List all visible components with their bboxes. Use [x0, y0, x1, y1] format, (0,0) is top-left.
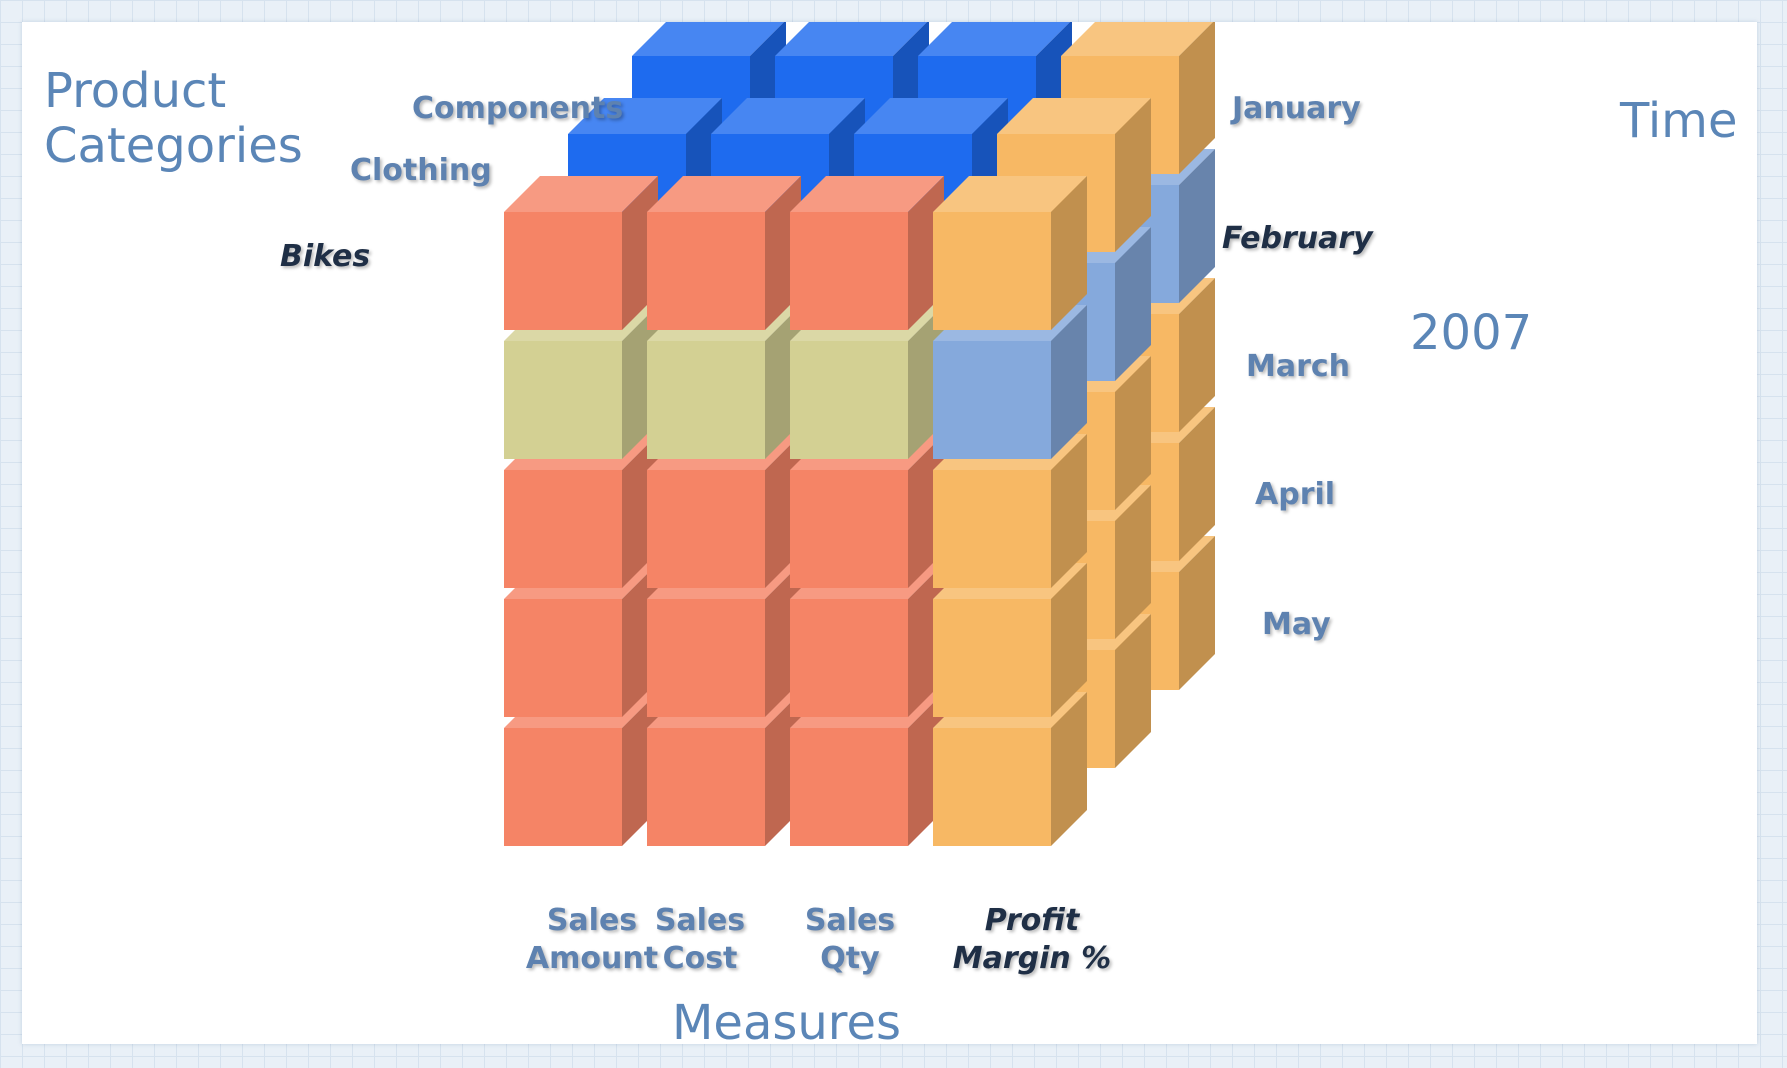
category-label-bikes: Bikes — [280, 239, 371, 274]
measure-label-profit-margin: Profit Margin % — [952, 903, 1112, 977]
year-label: 2007 — [1410, 305, 1533, 361]
time-axis-title: Time — [1620, 93, 1738, 149]
cube-diagram — [504, 22, 1215, 846]
cube-cell-bikes-january-sales-qty — [790, 176, 944, 330]
month-label-may: May — [1262, 607, 1331, 642]
category-label-components: Components — [412, 91, 624, 126]
product-categories-axis-title: Product Categories — [44, 63, 303, 175]
measures-axis-title: Measures — [672, 995, 902, 1051]
month-label-march: March — [1246, 349, 1351, 384]
cube-cell-bikes-january-profit-margin — [933, 176, 1087, 330]
measure-label-sales-amount: Sales Amount — [525, 903, 659, 977]
measure-label-sales-qty: Sales Qty — [804, 903, 896, 977]
cube-cell-bikes-january-sales-amount — [504, 176, 658, 330]
month-label-february: February — [1222, 221, 1373, 256]
cube-cell-bikes-march-profit-margin — [933, 434, 1087, 588]
category-label-clothing: Clothing — [350, 153, 492, 188]
month-label-april: April — [1255, 477, 1336, 512]
cube-cell-bikes-january-sales-cost — [647, 176, 801, 330]
diagram-canvas: Product Categories Time 2007 Measures Co… — [22, 22, 1757, 1051]
month-label-january: January — [1232, 91, 1361, 126]
measure-label-sales-cost: Sales Cost — [654, 903, 746, 977]
